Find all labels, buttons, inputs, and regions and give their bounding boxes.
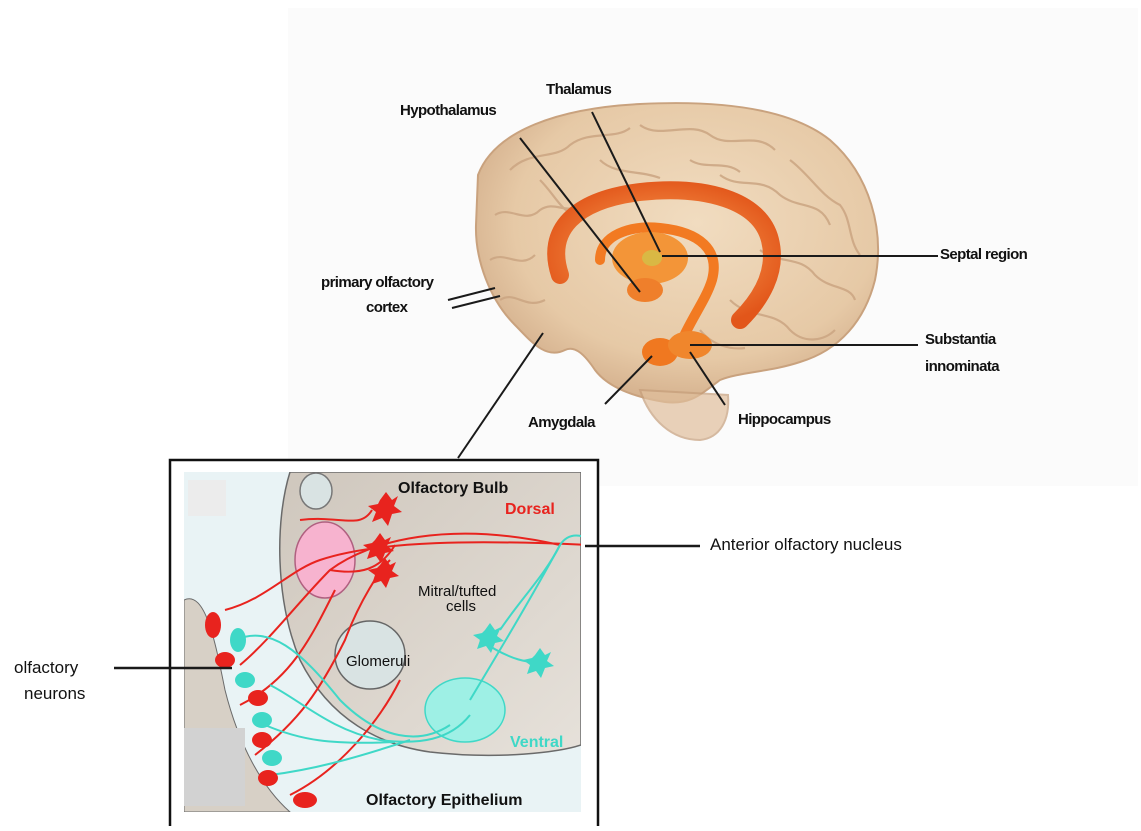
label-anterior-olfactory-nucleus: Anterior olfactory nucleus [710, 535, 902, 554]
glomerulus-top [300, 473, 332, 509]
label-dorsal: Dorsal [505, 501, 555, 518]
label-olfactory-neurons-line1: olfactory [14, 658, 79, 677]
label-septal-region: Septal region [940, 246, 1028, 263]
label-primary-olfactory-cortex-line2: cortex [366, 299, 409, 316]
label-hypothalamus: Hypothalamus [400, 102, 496, 119]
label-olfactory-neurons-line2: neurons [24, 684, 85, 703]
label-hippocampus: Hippocampus [738, 411, 831, 428]
label-amygdala: Amygdala [528, 414, 596, 431]
gray-box-top [188, 480, 226, 516]
label-substantia-innominata-line1: Substantia [925, 331, 997, 348]
label-olfactory-bulb: Olfactory Bulb [398, 480, 508, 497]
label-glomeruli: Glomeruli [346, 653, 410, 670]
label-primary-olfactory-cortex-line1: primary olfactory [321, 274, 435, 291]
gray-box-bottom [183, 728, 245, 806]
label-substantia-innominata-line2: innominata [925, 358, 1000, 375]
label-thalamus: Thalamus [546, 81, 611, 98]
label-ventral: Ventral [510, 734, 563, 751]
label-olfactory-epithelium: Olfactory Epithelium [366, 792, 522, 809]
septal-spot [642, 250, 662, 266]
label-mitral-tufted-line2: cells [446, 598, 476, 615]
